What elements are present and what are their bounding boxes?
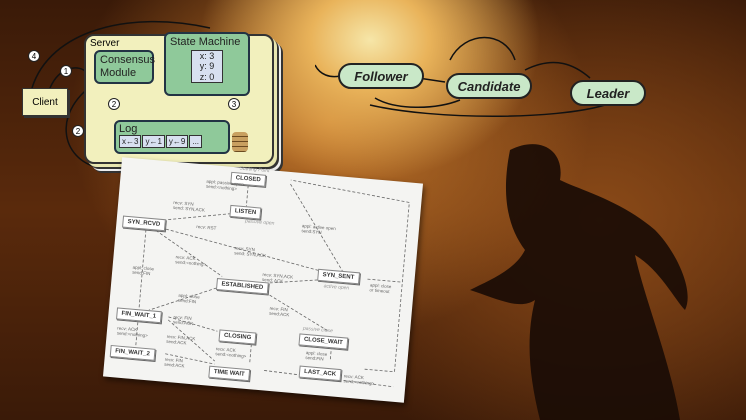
consensus-module: Consensus Module xyxy=(94,50,155,84)
transition-label: recv: FIN send:ACK xyxy=(268,305,290,318)
disk-stack-icon xyxy=(232,132,248,152)
state-z: z: 0 xyxy=(199,71,215,82)
client-box: Client xyxy=(22,88,68,116)
raft-architecture-diagram: Client 4 1 2 Server Consensus Module Sta… xyxy=(10,10,290,175)
state-y: y: 9 xyxy=(199,61,215,72)
running-person-silhouette xyxy=(470,144,688,420)
log-entry: x←3 xyxy=(119,135,142,148)
transition-label: appl: close send:FIN xyxy=(177,292,201,305)
state-x: x: 3 xyxy=(199,51,215,61)
transition-label: appl: close send:FIN xyxy=(131,264,155,277)
state-machine-label: State Machine xyxy=(170,36,241,48)
state-leader: Leader xyxy=(570,80,646,106)
state-machine: State Machine x: 3 y: 9 z: 0 xyxy=(164,32,250,96)
step-1: 1 xyxy=(60,65,72,77)
server-label: Server xyxy=(90,38,120,49)
state-follower: Follower xyxy=(338,63,424,89)
step-2-outer: 2 xyxy=(72,125,84,137)
log-entry: y←9 xyxy=(165,135,189,148)
tcp-state-diagram: Starting Point CLOSED LISTEN SYN_RCVD SY… xyxy=(102,157,424,403)
log-entry: y←1 xyxy=(142,135,165,148)
log-label: Log xyxy=(119,123,138,135)
transition-label: appl: close send:FIN xyxy=(305,350,328,362)
step-2-inner: 2 xyxy=(108,98,120,110)
transition-label: appl: close or timeout xyxy=(369,282,392,295)
log-entry: ... xyxy=(189,135,203,148)
step-4: 4 xyxy=(28,50,40,62)
transition-label: recv: FIN send:ACK xyxy=(172,314,194,327)
transition-label: recv: FIN send:ACK xyxy=(164,356,185,369)
state-candidate: Candidate xyxy=(446,73,532,99)
step-3: 3 xyxy=(228,98,240,110)
server-box: Server Consensus Module State Machine x:… xyxy=(84,32,274,164)
